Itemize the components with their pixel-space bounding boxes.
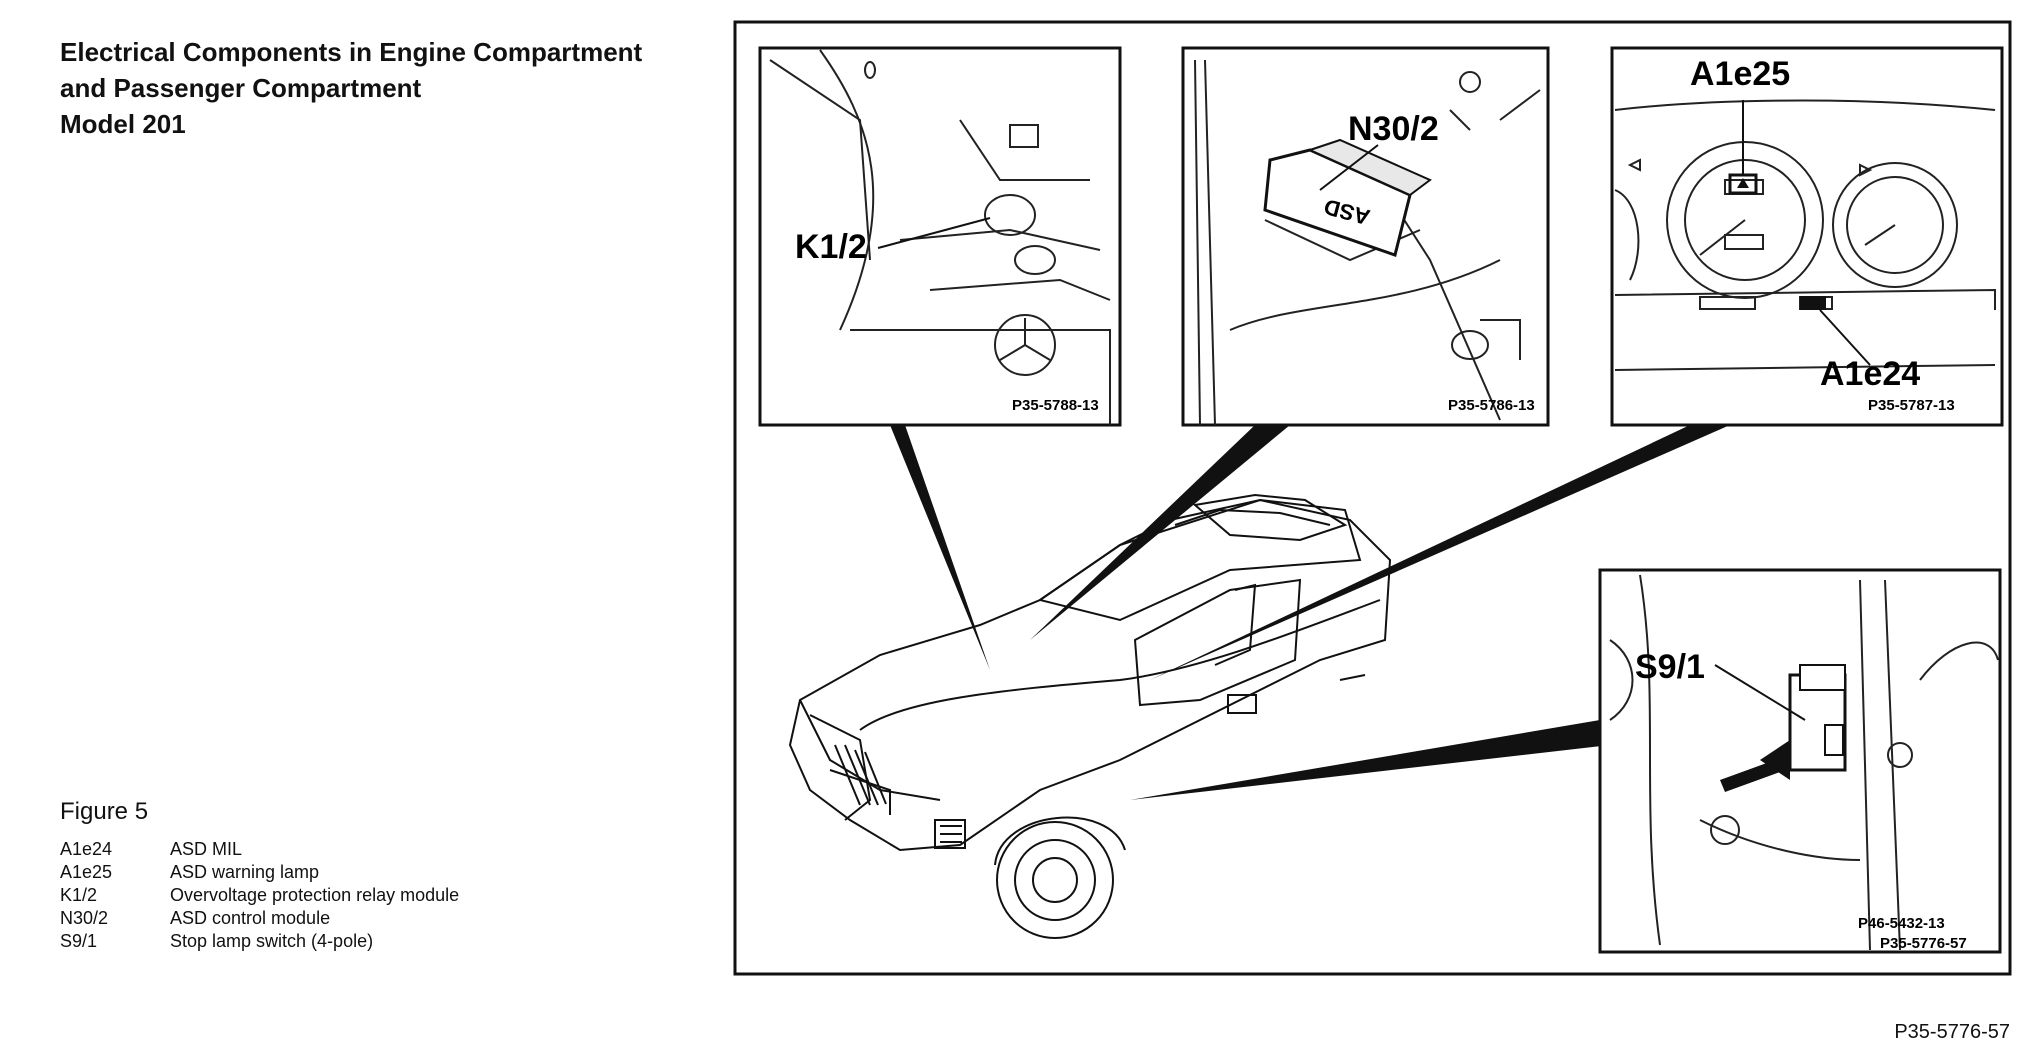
ref-s91-outer: P35-5776-57 (1880, 935, 1967, 952)
legend-desc: ASD control module (170, 908, 331, 928)
leader-s91 (1714, 664, 1806, 721)
title-line-2: and Passenger Compartment (60, 73, 422, 103)
panel-n302: ASD N30/2 P35-5786-13 (1181, 46, 1550, 427)
label-k12: K1/2 (795, 228, 867, 266)
legend-desc: Overvoltage protection relay module (170, 885, 460, 905)
panel-k12: K1/2 P35-5788-13 (758, 46, 1122, 427)
headlight (934, 819, 966, 849)
legend-desc: ASD warning lamp (170, 862, 320, 882)
page-title: Electrical Components in Engine Compartm… (60, 34, 642, 142)
legend: A1e24 ASD MIL A1e25 ASD warning lamp K1/2 O… (60, 838, 459, 953)
panel-cluster-artwork (1614, 99, 1996, 371)
asd-control-module-box: ASD (1263, 138, 1432, 257)
ref-s91-inner: P46-5432-13 (1858, 915, 1945, 932)
tachometer (1832, 162, 1958, 288)
legend-code: K1/2 (60, 885, 98, 905)
ref-k12: P35-5788-13 (1012, 397, 1099, 414)
pointer-cluster (1150, 425, 1730, 680)
label-s91: S9/1 (1635, 648, 1705, 686)
legend-code: A1e25 (60, 862, 113, 882)
label-n302: N30/2 (1348, 110, 1439, 148)
ref-n302: P35-5786-13 (1448, 397, 1535, 414)
legend-code: S9/1 (60, 931, 98, 951)
diagram-frame (733, 20, 2012, 976)
title-line-3: Model 201 (60, 109, 186, 139)
legend-code: N30/2 (60, 908, 109, 928)
car-illustration (788, 493, 1392, 939)
pointer-s91 (1130, 720, 1610, 800)
leader-k12 (877, 217, 991, 249)
stop-lamp-switch (1720, 664, 1847, 792)
label-a1e25: A1e25 (1690, 55, 1790, 93)
legend-desc: Stop lamp switch (4-pole) (170, 931, 374, 951)
figure-label: Figure 5 (60, 798, 149, 825)
leader-n302 (1319, 144, 1379, 191)
legend-desc: ASD MIL (170, 839, 243, 859)
title-line-1: Electrical Components in Engine Compartm… (60, 37, 643, 67)
legend-code: A1e24 (60, 839, 113, 859)
legend-row: N30/2 ASD control module (60, 907, 459, 930)
panel-s91-artwork (1609, 574, 1999, 951)
panel-cluster-frame (1610, 46, 2004, 427)
panel-cluster: A1e25 A1e24 P35-5787-13 (1610, 46, 2004, 427)
panel-s91: S9/1 P46-5432-13 P35-5776-57 (1598, 568, 2002, 954)
pointer-k12 (890, 425, 990, 670)
figure-reference: P35-5776-57 (1894, 1021, 2010, 1043)
legend-row: A1e25 ASD warning lamp (60, 861, 459, 884)
legend-row: A1e24 ASD MIL (60, 838, 459, 861)
legend-row: K1/2 Overvoltage protection relay module (60, 884, 459, 907)
panel-k12-artwork (769, 49, 1111, 425)
mil-lamp-a1e24 (1800, 296, 1826, 310)
ref-cluster: P35-5787-13 (1868, 397, 1955, 414)
legend-row: S9/1 Stop lamp switch (4-pole) (60, 930, 459, 953)
label-a1e24: A1e24 (1820, 355, 1920, 393)
warning-lamp-symbol (1737, 178, 1749, 188)
leader-a1e24 (1819, 309, 1871, 366)
grille (834, 744, 887, 806)
front-wheel (996, 821, 1114, 939)
